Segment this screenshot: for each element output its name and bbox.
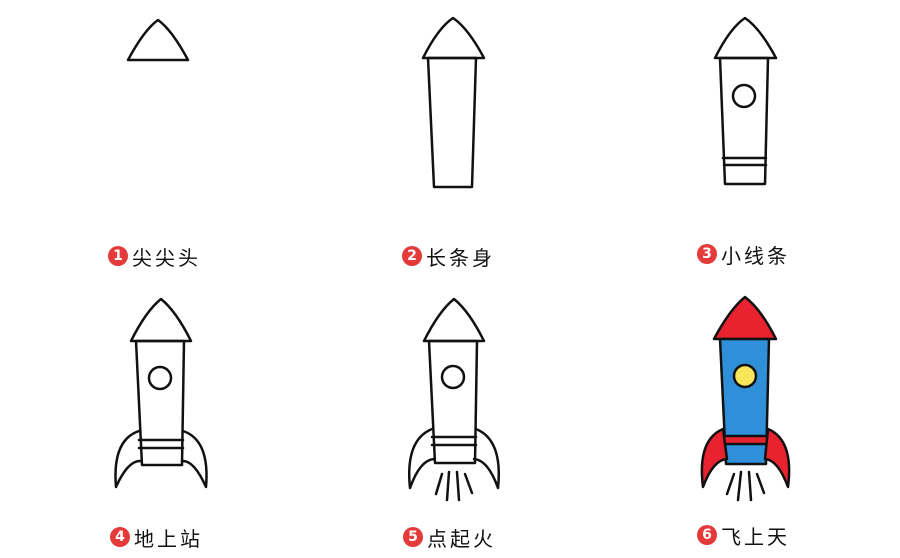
step6-stripe	[721, 434, 770, 446]
step-label-6: 6 飞上天	[697, 522, 790, 549]
step5-body	[427, 339, 479, 465]
step2-nose	[421, 16, 486, 60]
step-label-1: 1 尖尖头	[108, 243, 201, 270]
step4-right-fin	[180, 429, 208, 489]
step-number-badge: 1	[108, 246, 128, 266]
step5-rocket	[408, 297, 500, 502]
step2-body	[426, 56, 478, 189]
step-number-badge: 3	[697, 244, 717, 264]
step1-nose	[126, 18, 190, 62]
step-label-text: 飞上天	[721, 524, 790, 549]
step1-rocket	[126, 18, 190, 62]
step-number-badge: 2	[402, 246, 422, 266]
step4-nose	[129, 297, 193, 343]
step3-rocket	[713, 16, 778, 186]
step-label-text: 地上站	[134, 526, 203, 551]
step-label-5: 5 点起火	[403, 524, 496, 551]
step6-window	[732, 363, 758, 389]
step5-nose	[422, 297, 486, 343]
step-label-3: 3 小线条	[697, 241, 790, 268]
step-label-4: 4 地上站	[110, 524, 203, 551]
step3-nose	[713, 16, 778, 60]
step3-body	[718, 56, 770, 186]
step6-body	[718, 337, 771, 466]
step-label-2: 2 长条身	[402, 243, 495, 270]
step5-right-fin	[472, 427, 500, 490]
step-label-text: 点起火	[427, 526, 496, 551]
step-label-text: 长条身	[426, 245, 495, 270]
step5-window	[440, 364, 466, 390]
step-label-text: 尖尖头	[132, 245, 201, 270]
step3-window	[731, 83, 757, 109]
step4-left-fin	[114, 429, 143, 489]
step5-left-fin	[408, 427, 436, 490]
step4-rocket	[114, 297, 208, 489]
step6-rocket	[700, 295, 791, 502]
step-number-badge: 4	[110, 527, 130, 547]
step6-left-fin	[700, 427, 729, 489]
step-number-badge: 5	[403, 527, 423, 547]
step5-flame-lines	[434, 470, 474, 502]
step-number-badge: 6	[697, 525, 717, 545]
step2-rocket	[421, 16, 486, 189]
step6-flame-lines	[725, 470, 766, 502]
step6-right-fin	[763, 427, 791, 489]
step-label-text: 小线条	[721, 243, 790, 268]
step4-body	[134, 339, 186, 467]
step4-window	[147, 365, 173, 391]
step6-nose	[712, 295, 778, 341]
